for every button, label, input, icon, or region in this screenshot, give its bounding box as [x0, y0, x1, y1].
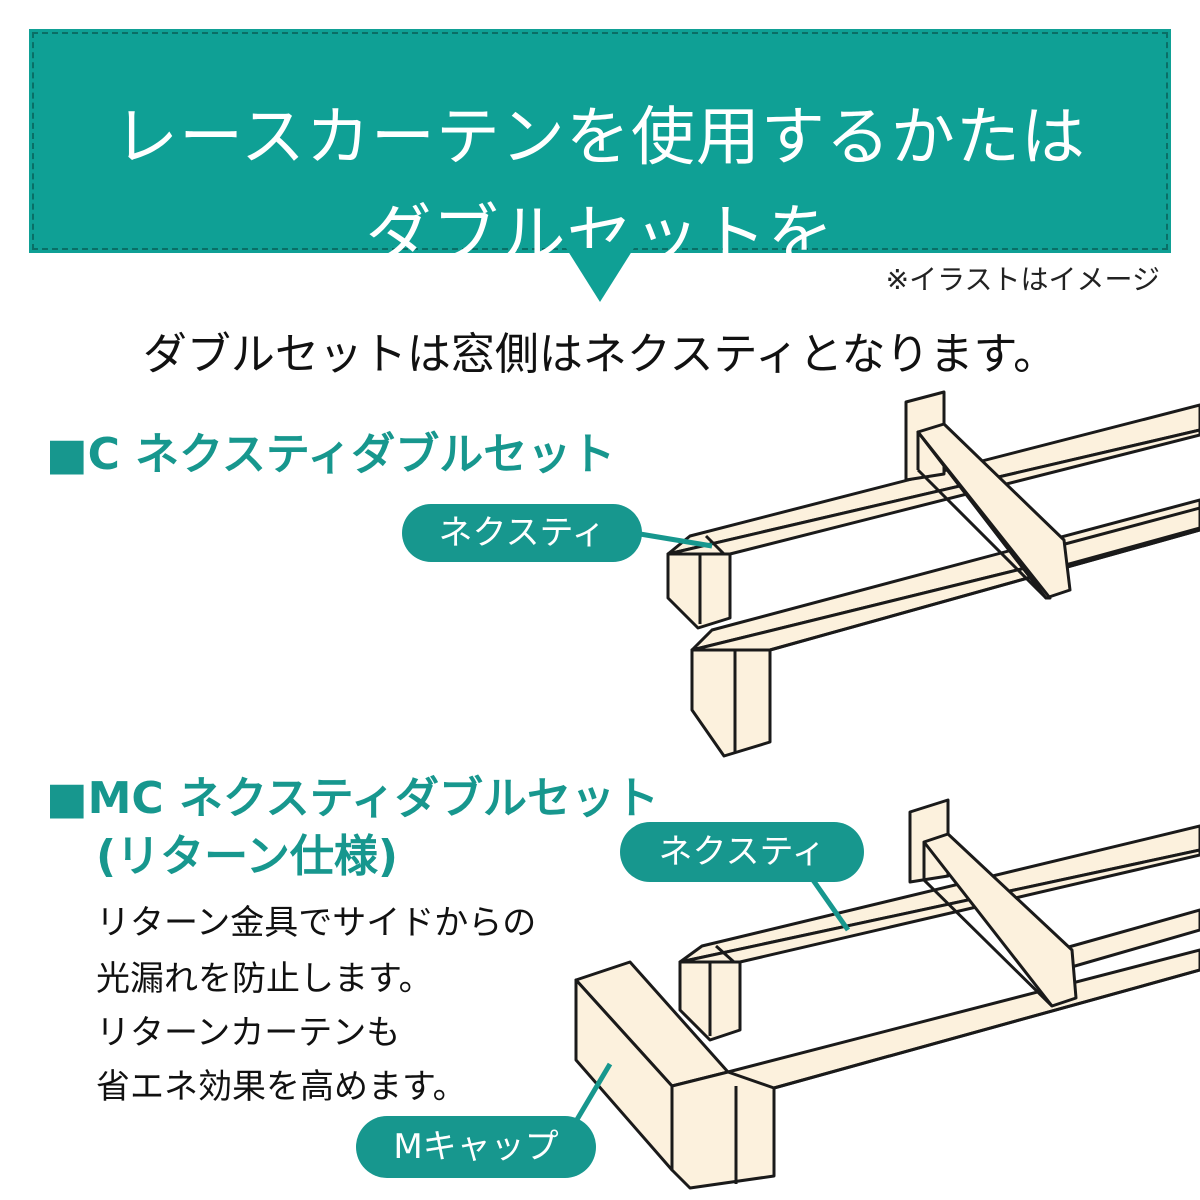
mc-description-line3: リターンカーテンも: [96, 1013, 401, 1053]
mc-description-line2: 光漏れを防止します。: [96, 959, 433, 999]
c-bracket: [904, 390, 1072, 600]
section-c-heading: ■C ネクスティダブルセット: [46, 429, 616, 480]
mc-mcap-label: Mキャップ: [356, 1116, 596, 1178]
mc-front-rail-mcap: [574, 948, 1200, 1190]
image-note: ※イラストはイメージ: [885, 263, 1160, 296]
header-banner: レースカーテンを使用するかたは ダブルセットを: [29, 29, 1171, 274]
mc-description-line4: 省エネ効果を高めます。: [96, 1067, 467, 1107]
banner-pointer: [566, 248, 634, 302]
mc-mcap-leader: [569, 1062, 613, 1130]
section-mc-subheading: (リターン仕様): [96, 831, 399, 882]
mc-bracket: [908, 798, 1078, 1008]
c-nexty-label: ネクスティ: [402, 504, 642, 562]
mc-description-line1: リターン金具でサイドからの: [96, 903, 537, 943]
mc-nexty-label: ネクスティ: [620, 822, 864, 882]
section-mc-heading: ■MC ネクスティダブルセット: [46, 773, 660, 824]
banner-title-line1: レースカーテンを使用するかたは: [114, 101, 1086, 175]
c-nexty-leader: [639, 531, 713, 549]
subtitle: ダブルセットは窓側はネクスティとなります。: [142, 329, 1058, 380]
